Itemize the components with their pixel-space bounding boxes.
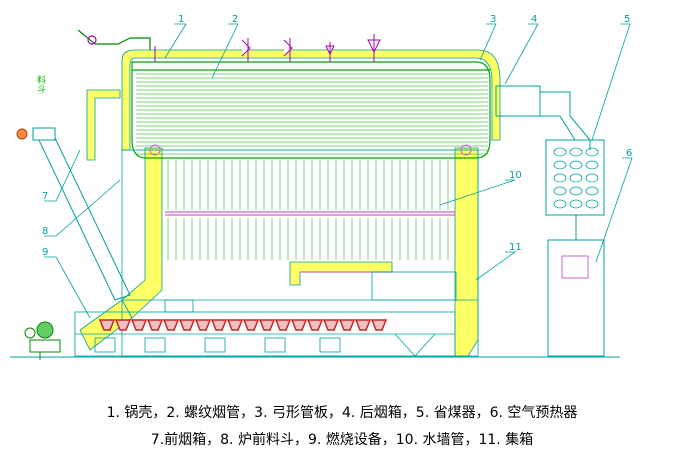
rear-flue [495, 85, 605, 357]
manholes [149, 144, 472, 156]
callout-11: 11 [509, 242, 522, 253]
chain-grate [98, 319, 388, 331]
callout-2: 2 [232, 14, 238, 25]
economizer-coils [553, 147, 599, 209]
top-valves [154, 34, 381, 62]
caption-line-2: 7.前烟箱，8. 炉前料斗，9. 燃烧设备，10. 水墙管，11. 集箱 [150, 432, 534, 448]
grate-drive [24, 321, 61, 360]
callout-1: 1 [178, 14, 184, 25]
callout-4: 4 [531, 14, 537, 25]
callout-6: 6 [626, 148, 632, 159]
steam-pipe [77, 29, 151, 50]
grate-frame [74, 311, 456, 357]
hopper-vertical-label: 料斗 [35, 74, 46, 93]
callout-7: 7 [42, 191, 48, 202]
callout-9: 9 [42, 247, 48, 258]
callout-8: 8 [42, 226, 48, 237]
water-wall-tubes [167, 160, 449, 260]
leader-lines [44, 23, 633, 319]
boiler-shell [131, 61, 491, 159]
caption-line-1: 1. 锅壳，2. 螺纹烟管，3. 弓形管板，4. 后烟箱，5. 省煤器，6. 空… [106, 405, 578, 421]
callout-5: 5 [624, 14, 630, 25]
callout-10: 10 [509, 170, 522, 181]
refractory-walls [79, 49, 501, 357]
smoke-tubes [136, 73, 488, 155]
boiler-diagram: 1 2 3 4 5 6 7 8 9 10 11 料斗 [10, 14, 633, 360]
callout-3: 3 [490, 14, 496, 25]
front-hopper [16, 127, 131, 301]
